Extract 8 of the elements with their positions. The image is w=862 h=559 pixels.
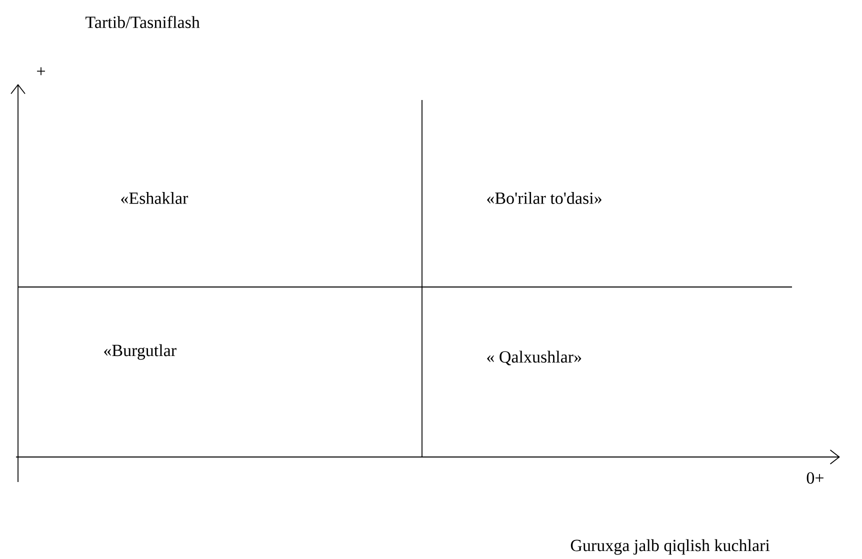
- quadrant-label: «Eshaklar: [121, 192, 188, 204]
- axis-label: Guruxga jalb qiqlish kuchlari: [570, 539, 770, 555]
- axis-label: Tartib/Tasniflash: [86, 16, 200, 28]
- axis-sign: +: [37, 67, 45, 76]
- quadrant-label: «Burgutlar: [104, 344, 176, 360]
- quadrant-label: «Bo'rilar to'dasi»: [487, 192, 602, 204]
- axis-sign: 0+: [806, 472, 824, 484]
- quadrant-label: « Qalxushlar»: [487, 350, 582, 366]
